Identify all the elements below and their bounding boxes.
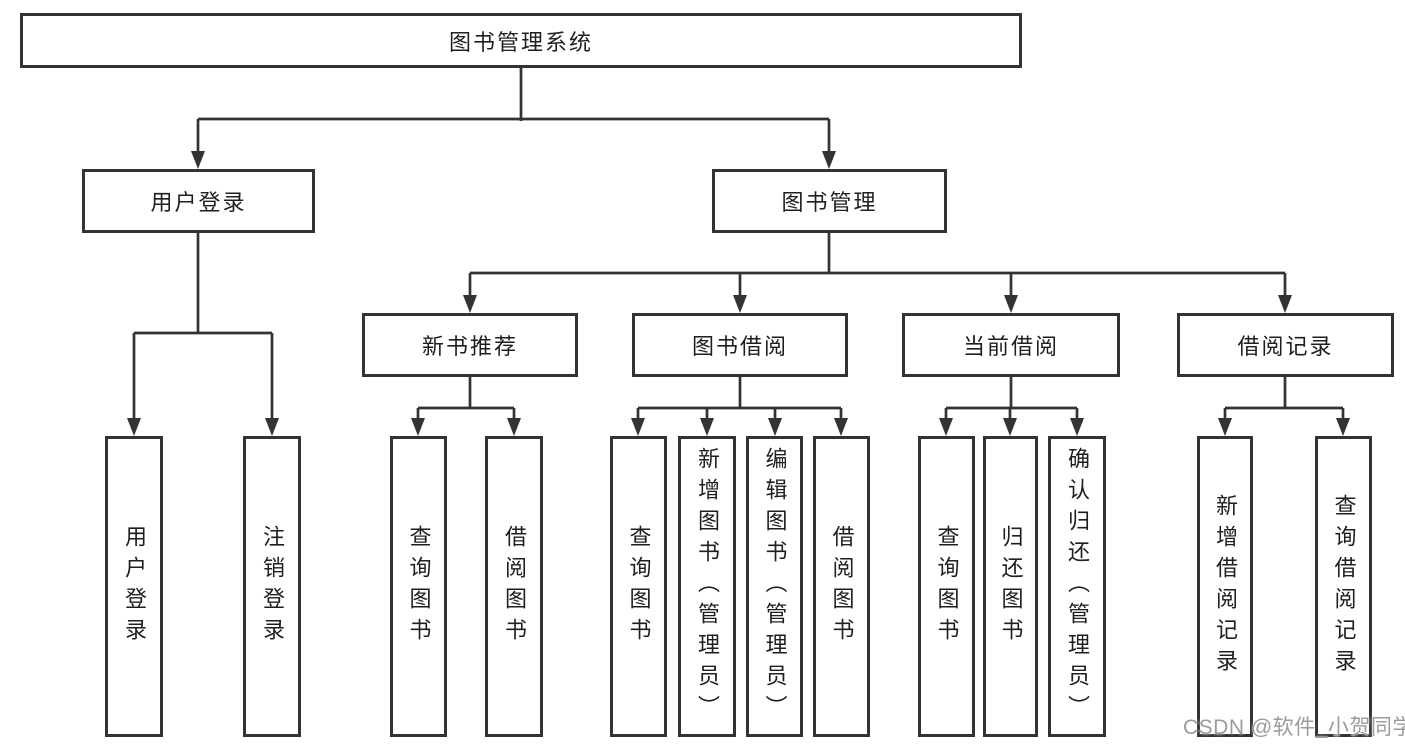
node-label: 图书借阅 xyxy=(691,334,788,359)
node-label: 查询借阅记录 xyxy=(1331,493,1357,680)
leaf-borrow-books-borrowing: 借阅图书 xyxy=(813,436,870,737)
node-label: 图书管理系统 xyxy=(448,29,593,55)
arrow-icon xyxy=(1003,418,1017,436)
node-book-borrowing: 图书借阅 xyxy=(632,313,848,377)
leaf-query-books-borrowing: 查询图书 xyxy=(610,436,667,737)
arrowheads xyxy=(127,151,1350,436)
arrow-icon xyxy=(768,418,782,436)
node-label: 用户登录 xyxy=(122,524,147,649)
connector-user-login-children xyxy=(132,233,274,420)
arrow-icon xyxy=(265,418,279,436)
node-label: 借阅图书 xyxy=(502,524,527,649)
node-borrowing-records: 借阅记录 xyxy=(1177,313,1394,377)
node-label: 新书推荐 xyxy=(421,334,518,359)
node-label: 确认归还（管理员） xyxy=(1065,447,1090,726)
leaf-query-books-recommend: 查询图书 xyxy=(390,436,447,737)
node-label: 编辑图书（管理员） xyxy=(762,447,788,726)
node-label: 新增图书（管理员） xyxy=(695,447,720,726)
arrow-icon xyxy=(1218,418,1232,436)
arrow-icon xyxy=(463,295,477,313)
arrow-icon xyxy=(411,418,425,436)
leaf-logout-login: 注销登录 xyxy=(243,436,301,737)
connector-root-to-level2 xyxy=(196,68,831,153)
leaf-query-borrow-record: 查询借阅记录 xyxy=(1315,436,1372,737)
node-label: 注销登录 xyxy=(260,524,285,649)
arrow-icon xyxy=(1336,418,1350,436)
node-label: 查询图书 xyxy=(626,524,652,649)
node-current-borrowing: 当前借阅 xyxy=(902,313,1120,377)
node-user-login: 用户登录 xyxy=(82,169,315,233)
connector-borrowing-records-children xyxy=(1223,377,1345,420)
leaf-edit-book-admin: 编辑图书（管理员） xyxy=(746,436,803,737)
arrow-icon xyxy=(1278,295,1292,313)
node-label: 归还图书 xyxy=(998,524,1024,649)
arrow-icon xyxy=(191,151,205,169)
connector-new-book-recommend-children xyxy=(416,377,516,420)
watermark: CSDN @软件_小贺同学 xyxy=(1183,716,1405,739)
node-label: 用户登录 xyxy=(150,190,247,215)
arrow-icon xyxy=(631,418,645,436)
connector-current-borrowing-children xyxy=(944,377,1079,420)
node-label: 查询图书 xyxy=(934,524,960,649)
node-label: 借阅记录 xyxy=(1237,334,1334,359)
leaf-query-books-current: 查询图书 xyxy=(918,436,975,737)
leaf-add-borrow-record: 新增借阅记录 xyxy=(1197,436,1253,737)
node-book-management: 图书管理 xyxy=(712,169,947,233)
arrow-icon xyxy=(733,295,747,313)
arrow-icon xyxy=(939,418,953,436)
node-label: 当前借阅 xyxy=(962,334,1059,359)
node-label: 查询图书 xyxy=(406,524,432,649)
node-label: 借阅图书 xyxy=(829,524,855,649)
connector-book-management-children xyxy=(468,233,1287,297)
node-label: 图书管理 xyxy=(781,190,878,215)
arrow-icon xyxy=(700,418,714,436)
arrow-icon xyxy=(1070,418,1084,436)
arrow-icon xyxy=(822,151,836,169)
node-label: 新增借阅记录 xyxy=(1213,493,1238,680)
leaf-user-login: 用户登录 xyxy=(105,436,163,737)
leaf-add-book-admin: 新增图书（管理员） xyxy=(678,436,736,737)
node-new-book-recommend: 新书推荐 xyxy=(362,313,578,377)
arrow-icon xyxy=(1004,295,1018,313)
node-library-system: 图书管理系统 xyxy=(20,13,1022,68)
arrow-icon xyxy=(834,418,848,436)
leaf-borrow-books-recommend: 借阅图书 xyxy=(485,436,543,737)
connector-book-borrowing-children xyxy=(636,377,843,420)
arrow-icon xyxy=(127,418,141,436)
arrow-icon xyxy=(507,418,521,436)
leaf-confirm-return-admin: 确认归还（管理员） xyxy=(1048,436,1106,737)
leaf-return-book: 归还图书 xyxy=(983,436,1038,737)
